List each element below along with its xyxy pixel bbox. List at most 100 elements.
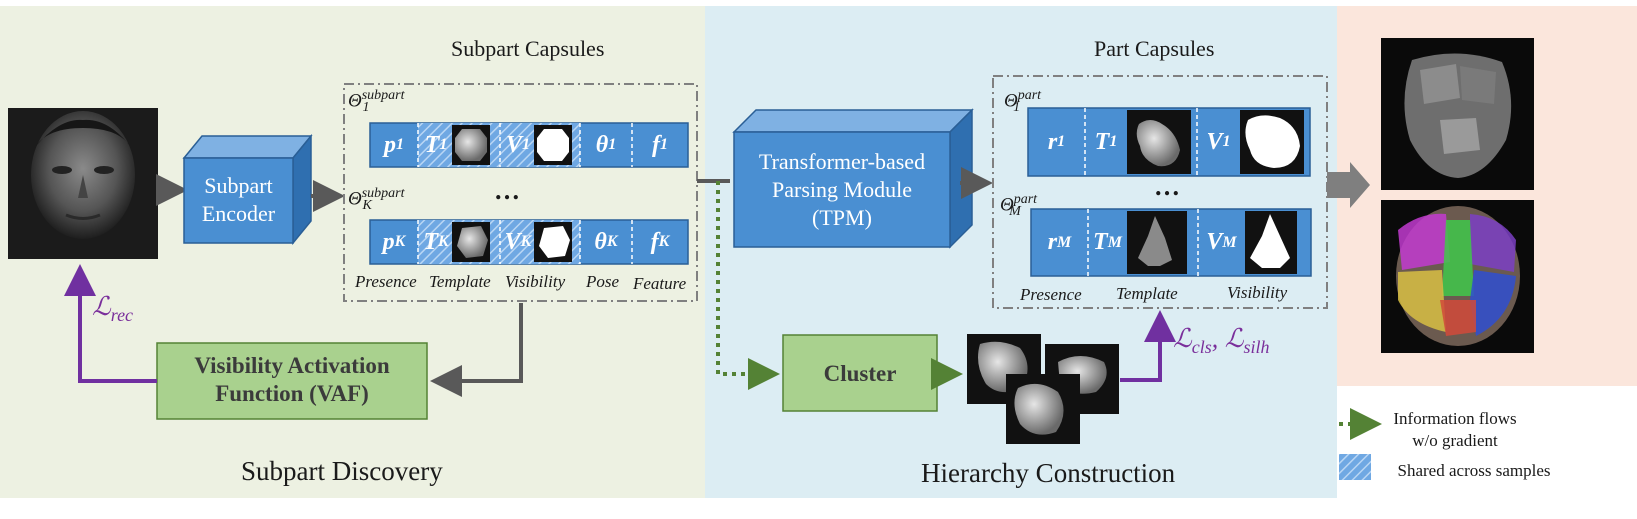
theta-part-1: Θpart1 bbox=[1004, 88, 1041, 116]
vaf-label: Visibility Activation Function (VAF) bbox=[157, 352, 427, 408]
legend-flow-line-1: Information flows bbox=[1393, 409, 1517, 428]
label-feature: Feature bbox=[633, 274, 687, 293]
tpm-line-2: Parsing Module bbox=[772, 177, 912, 202]
loss-sub: cls bbox=[1191, 337, 1212, 358]
cell-base: θ bbox=[594, 228, 607, 255]
output-arrow bbox=[1327, 162, 1370, 208]
legend-flow-text: Information flows w/o gradient bbox=[1385, 408, 1525, 452]
cell-sub: K bbox=[394, 233, 406, 250]
cell-base: f bbox=[652, 131, 660, 158]
theta-base: Θ bbox=[1004, 90, 1018, 112]
cell-base: T bbox=[1093, 229, 1108, 255]
loss-sub: rec bbox=[110, 305, 134, 326]
part-row-m bbox=[1030, 208, 1312, 277]
loss-separator: , bbox=[1211, 324, 1225, 353]
part-row-1 bbox=[1027, 107, 1311, 177]
theta-base: Θ bbox=[348, 90, 362, 112]
subpart-ellipsis: … bbox=[494, 176, 520, 205]
section-title-subpart-discovery: Subpart Discovery bbox=[241, 456, 443, 486]
part-label-template: Template bbox=[1116, 284, 1178, 303]
cell-base: r bbox=[1047, 229, 1058, 255]
output-parsing-image bbox=[1381, 200, 1534, 353]
theta-sub: K bbox=[362, 198, 372, 214]
theta-sub: 1 bbox=[362, 100, 370, 116]
cell-base: f bbox=[650, 228, 659, 255]
loss-base: ℒ bbox=[92, 292, 111, 321]
cell-sub: M bbox=[1057, 233, 1072, 251]
legend-flow-line-2: w/o gradient bbox=[1412, 431, 1498, 450]
cluster-sample-images bbox=[967, 334, 1119, 444]
cell-base: θ bbox=[595, 131, 609, 158]
cell-base: T bbox=[424, 131, 440, 158]
loss-base: ℒ bbox=[1173, 324, 1192, 353]
subpart-row-k bbox=[369, 219, 689, 265]
cell-base: p bbox=[384, 131, 396, 158]
part-label-visibility: Visibility bbox=[1227, 283, 1288, 302]
cell-sub: 1 bbox=[1222, 133, 1231, 150]
legend-hatch-swatch bbox=[1339, 454, 1371, 480]
label-template: Template bbox=[429, 272, 491, 291]
cell-sub: 1 bbox=[608, 136, 617, 153]
theta-sup: part bbox=[1017, 88, 1042, 103]
cell-sub: K bbox=[520, 233, 532, 250]
subpart-row-1 bbox=[369, 122, 689, 168]
part-capsules-title: Part Capsules bbox=[1094, 36, 1215, 61]
loss-cls-silh: ℒcls, ℒsilh bbox=[1173, 324, 1269, 358]
label-pose: Pose bbox=[586, 272, 620, 291]
cell-base: T bbox=[1094, 128, 1110, 155]
cell-sub: M bbox=[1222, 233, 1237, 251]
loss-rec: ℒrec bbox=[92, 292, 133, 326]
vaf-line-1: Visibility Activation bbox=[194, 353, 390, 378]
tpm-box bbox=[732, 108, 974, 249]
section-title-hierarchy-construction: Hierarchy Construction bbox=[921, 458, 1176, 488]
cell-base: p bbox=[382, 228, 395, 255]
output-depth-image bbox=[1381, 38, 1534, 190]
cell-sub: K bbox=[438, 233, 449, 250]
tpm-line-1: Transformer-based bbox=[758, 149, 926, 174]
cluster-label: Cluster bbox=[823, 361, 897, 386]
theta-base: Θ bbox=[348, 188, 362, 210]
cluster-box bbox=[782, 334, 938, 412]
cell-base: V bbox=[504, 228, 521, 255]
theta-part-m: ΘpartM bbox=[1000, 192, 1037, 220]
vaf-line-2: Function (VAF) bbox=[215, 381, 369, 406]
cell-sub: K bbox=[658, 233, 670, 250]
theta-base: Θ bbox=[1000, 194, 1014, 216]
theta-sub: 1 bbox=[1013, 100, 1021, 116]
cell-sub: 1 bbox=[1109, 133, 1118, 150]
label-visibility: Visibility bbox=[505, 272, 566, 291]
cell-base: V bbox=[1206, 229, 1223, 255]
theta-subpart-k: ΘsubpartK bbox=[348, 186, 405, 214]
cell-sub: 1 bbox=[522, 136, 530, 153]
tpm-label: Transformer-based Parsing Module (TPM) bbox=[734, 148, 950, 232]
cell-sub: 1 bbox=[396, 136, 404, 153]
theta-sup: subpart bbox=[361, 88, 405, 103]
cell-base: r bbox=[1047, 128, 1058, 155]
subpart-capsules-frame bbox=[343, 83, 698, 302]
cell-sub: M bbox=[1107, 233, 1122, 251]
subpart-encoder-label: Subpart Encoder bbox=[184, 172, 293, 228]
cell-sub: 1 bbox=[439, 136, 448, 153]
subpart-encoder-box bbox=[182, 133, 313, 246]
loss-base: ℒ bbox=[1224, 324, 1244, 353]
cell-sub: 1 bbox=[660, 136, 668, 153]
tpm-line-3: (TPM) bbox=[812, 205, 872, 230]
part-ellipsis: … bbox=[1154, 172, 1180, 201]
